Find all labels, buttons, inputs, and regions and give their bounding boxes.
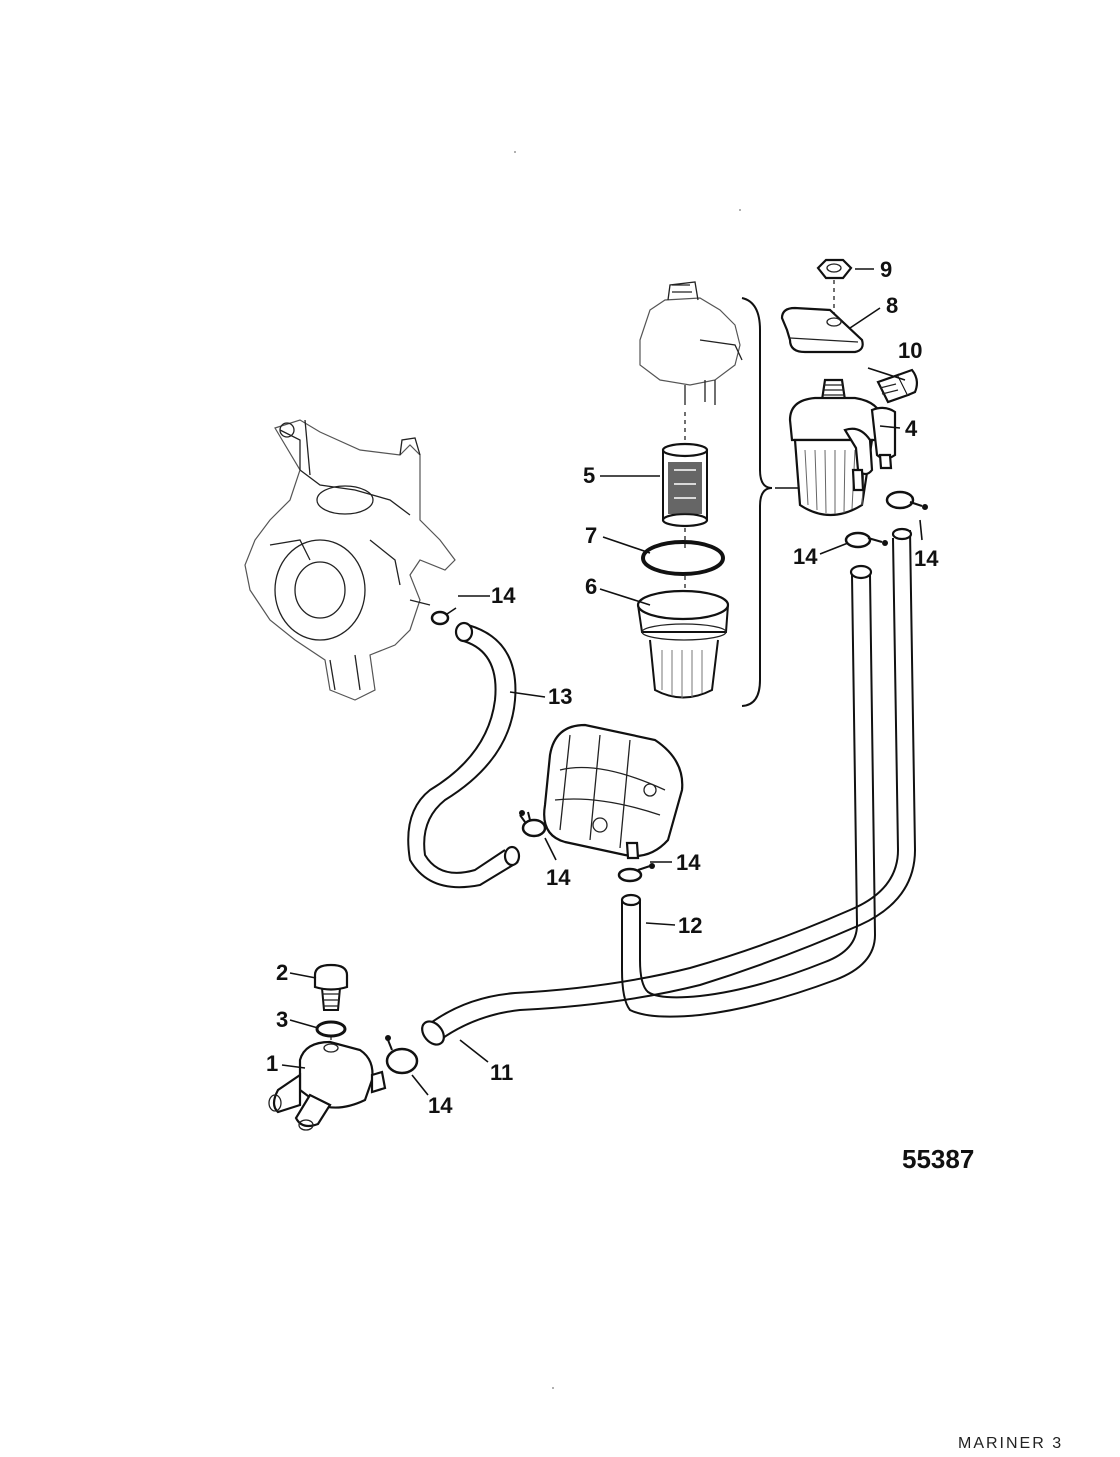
callout-14: 14 bbox=[793, 544, 818, 569]
callout-5: 5 bbox=[583, 463, 595, 488]
callout-14: 14 bbox=[491, 583, 516, 608]
filter-bowl bbox=[636, 589, 730, 699]
callout-9: 9 bbox=[880, 257, 892, 282]
callout-6: 6 bbox=[585, 574, 597, 599]
o-ring bbox=[641, 540, 725, 576]
footer-text: MARINER 3 bbox=[958, 1435, 1063, 1452]
hose-12 bbox=[620, 564, 877, 1018]
figure-number: 55387 bbox=[902, 1144, 974, 1174]
filter-element bbox=[661, 412, 709, 548]
carburetor-illustration bbox=[244, 419, 456, 701]
callout-14: 14 bbox=[676, 850, 701, 875]
hose-clamp bbox=[844, 531, 888, 549]
hose-clamp bbox=[885, 490, 928, 510]
callout-3: 3 bbox=[276, 1007, 288, 1032]
bolt-2 bbox=[313, 963, 349, 1011]
hose-11 bbox=[421, 527, 917, 1046]
inlet-fitting bbox=[268, 1025, 387, 1131]
callout-7: 7 bbox=[585, 523, 597, 548]
callout-13: 13 bbox=[548, 684, 572, 709]
callout-1: 1 bbox=[266, 1051, 278, 1076]
mounting-bracket bbox=[780, 306, 864, 354]
hose-13 bbox=[407, 621, 521, 889]
callout-14: 14 bbox=[428, 1093, 453, 1118]
callout-4: 4 bbox=[905, 416, 918, 441]
hose-clamp bbox=[430, 607, 457, 626]
callout-12: 12 bbox=[678, 913, 702, 938]
hose-clamp bbox=[385, 1035, 419, 1075]
fuel-pump bbox=[543, 723, 684, 860]
callout-11: 11 bbox=[490, 1060, 513, 1085]
callout-8: 8 bbox=[886, 293, 898, 318]
filter-head-illustration bbox=[639, 281, 743, 405]
assembly-bracket bbox=[741, 297, 773, 707]
fuel-filter-assembly bbox=[788, 378, 897, 516]
callout-2: 2 bbox=[276, 960, 288, 985]
hose-clamp bbox=[519, 810, 547, 838]
callout-10: 10 bbox=[898, 338, 922, 363]
callout-14: 14 bbox=[914, 546, 939, 571]
callout-14: 14 bbox=[546, 865, 571, 890]
hose-clamp bbox=[617, 863, 655, 883]
leader-lines bbox=[281, 268, 923, 1096]
washer bbox=[315, 1020, 347, 1038]
bolt bbox=[876, 368, 919, 404]
